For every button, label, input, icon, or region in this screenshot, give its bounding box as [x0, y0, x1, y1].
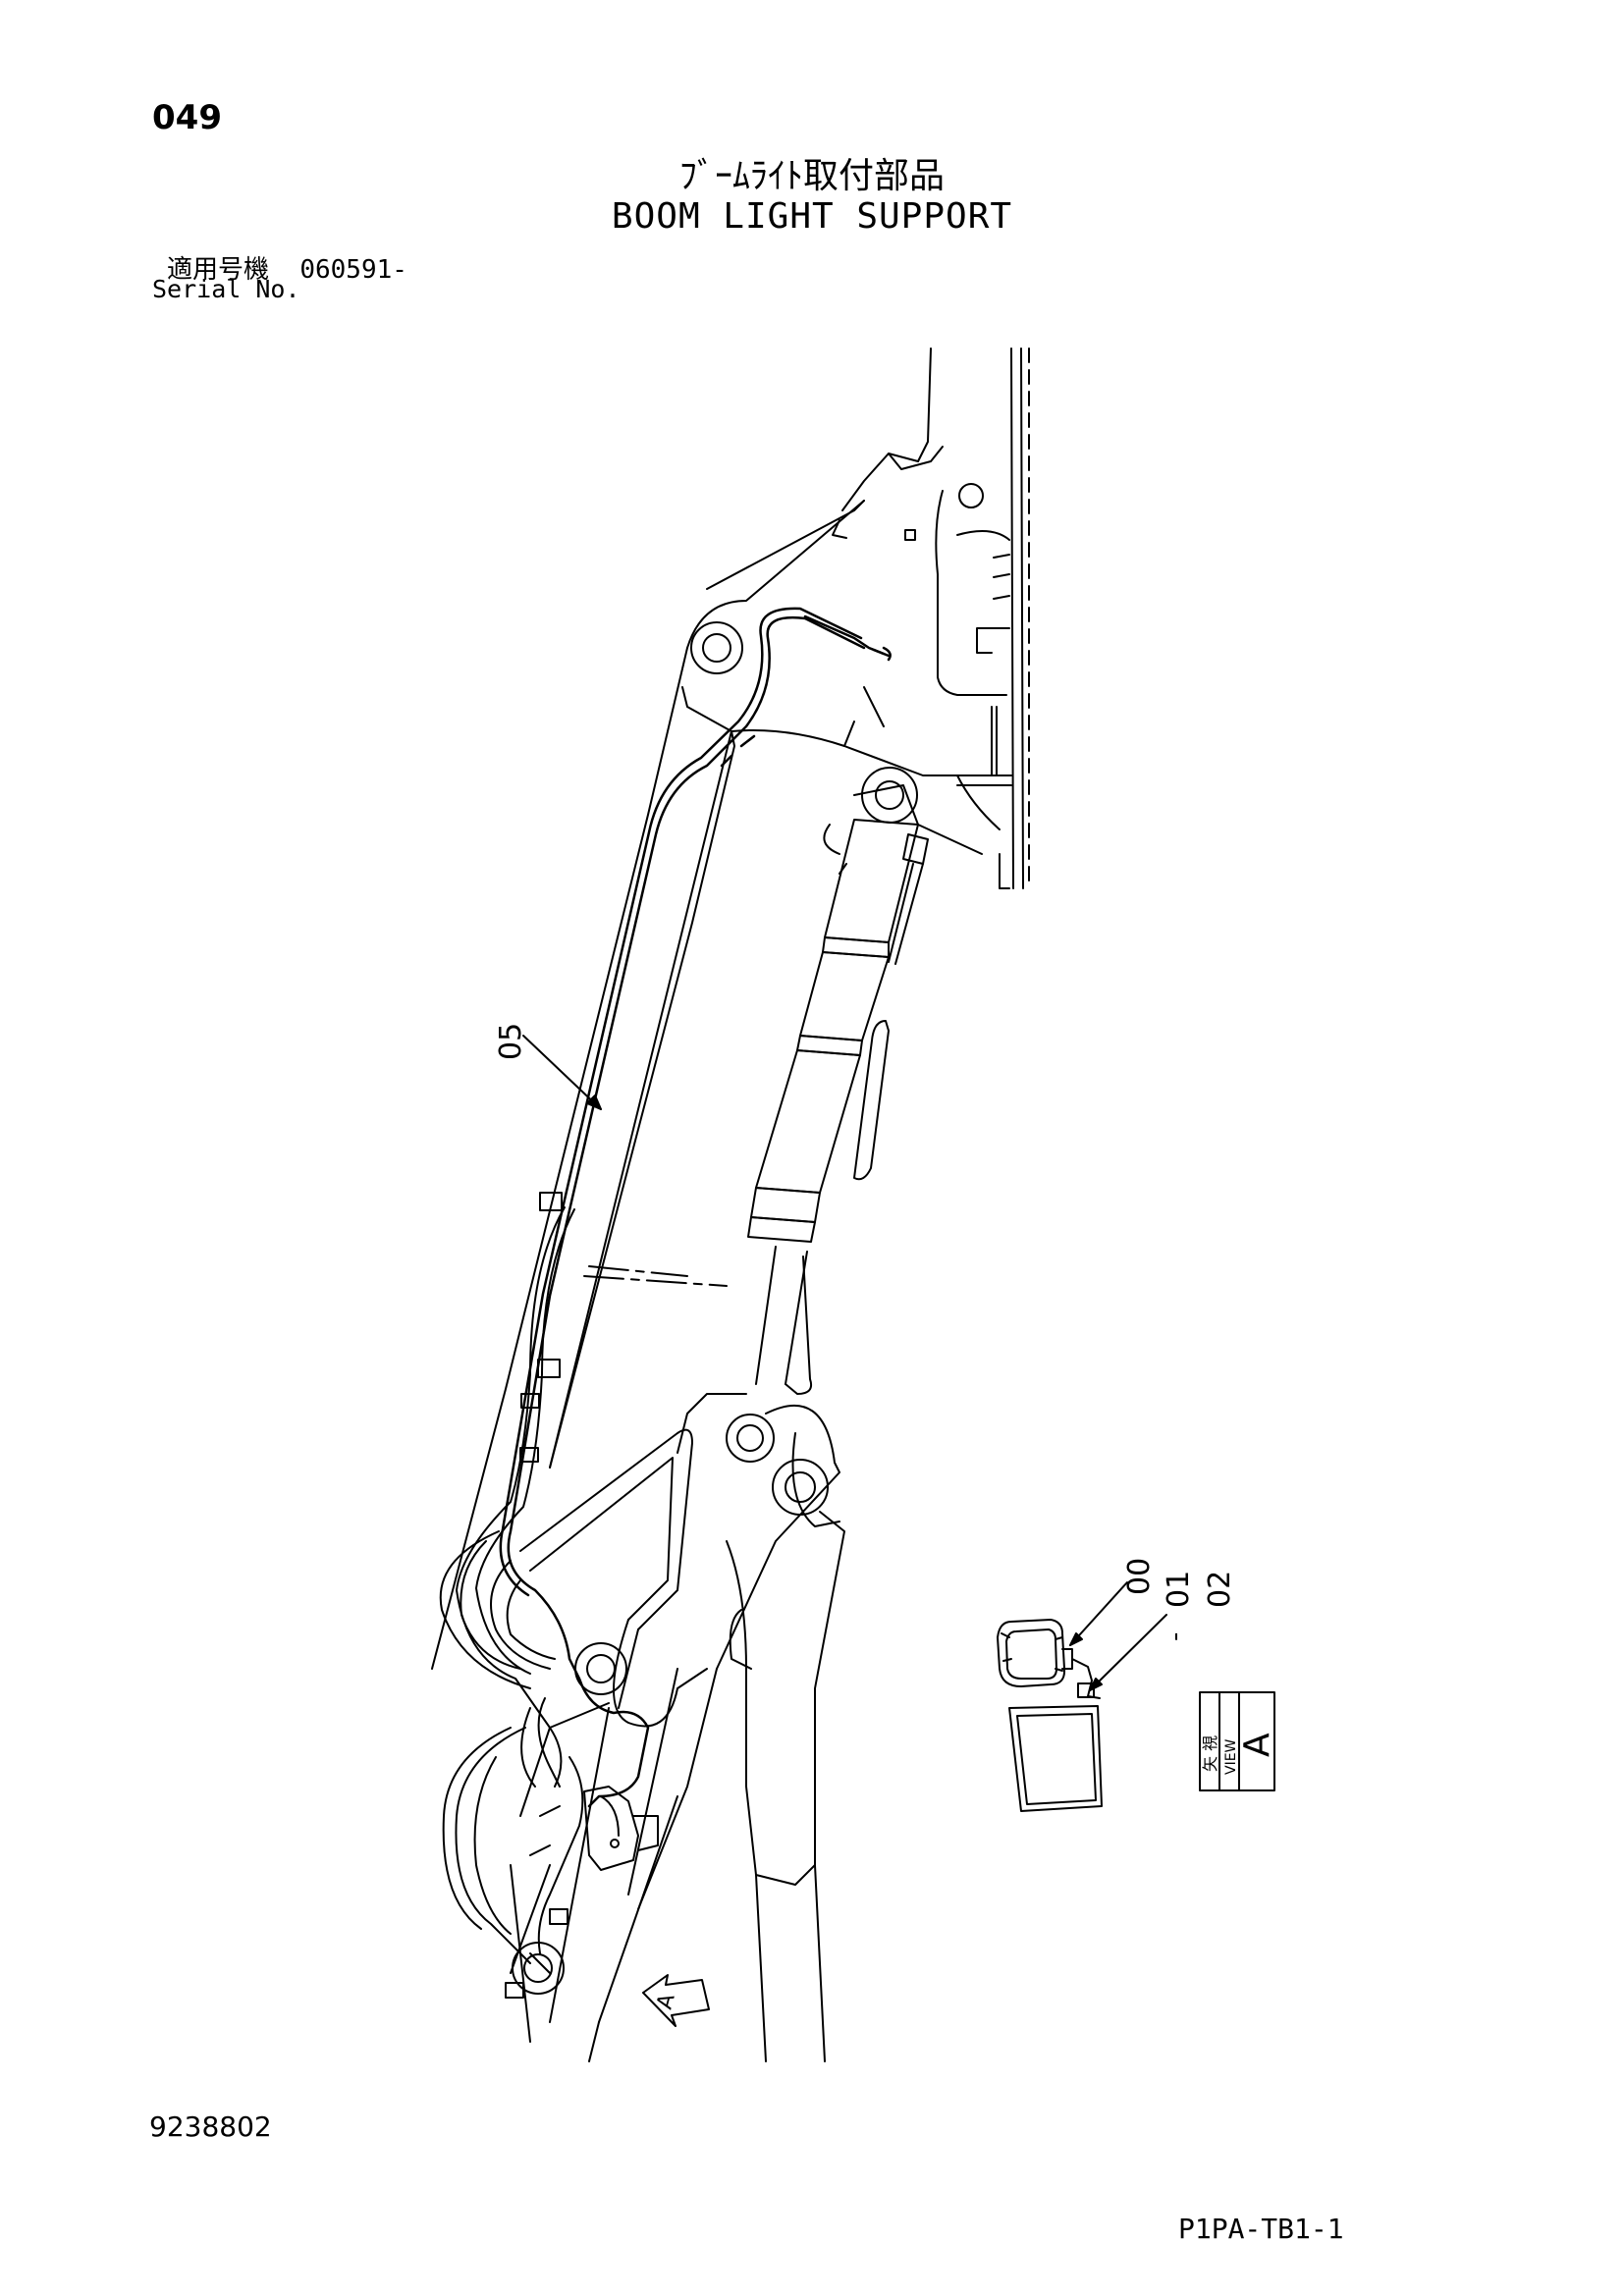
callout-02: 02: [1203, 1571, 1237, 1608]
view-label-letter: A: [1237, 1733, 1277, 1757]
view-label-box: [1199, 1691, 1275, 1791]
leader-01-02: [1089, 1614, 1167, 1691]
callout-dash: -: [1161, 1632, 1190, 1641]
page-number: 049: [152, 98, 222, 137]
callout-05: 05: [494, 1023, 528, 1060]
view-label-en: VIEW: [1223, 1738, 1239, 1775]
leader-05: [522, 1035, 602, 1110]
serial-label-en: Serial No.: [152, 275, 300, 303]
title-japanese: ﾌﾞｰﾑﾗｲﾄ取付部品: [678, 156, 945, 196]
light-cable: [499, 607, 892, 1808]
view-arrow-letter: A: [653, 1992, 680, 2012]
boom-body: [431, 500, 1012, 2062]
view-arrow-a: [642, 1974, 710, 2027]
title-english: BOOM LIGHT SUPPORT: [611, 196, 1013, 237]
serial-label-jp: 適用号機: [167, 255, 270, 285]
drawing-number: 9238802: [149, 2110, 272, 2143]
base-frame: [832, 347, 1030, 889]
callout-01: 01: [1162, 1571, 1196, 1608]
boom-cylinder: [747, 819, 929, 1395]
serial-row: 適用号機 060591-: [167, 249, 407, 286]
leader-00: [1069, 1581, 1128, 1646]
view-label-jp: 矢 視: [1201, 1735, 1219, 1772]
callout-00: 00: [1122, 1558, 1157, 1595]
page-code: P1PA-TB1-1: [1178, 2213, 1344, 2245]
view-a-detail: [997, 1619, 1103, 1812]
hose-bundle: [439, 1192, 584, 1999]
serial-value: 060591-: [299, 255, 407, 285]
boom-light-lamp: [583, 1786, 659, 1871]
arm: [627, 1511, 845, 2062]
